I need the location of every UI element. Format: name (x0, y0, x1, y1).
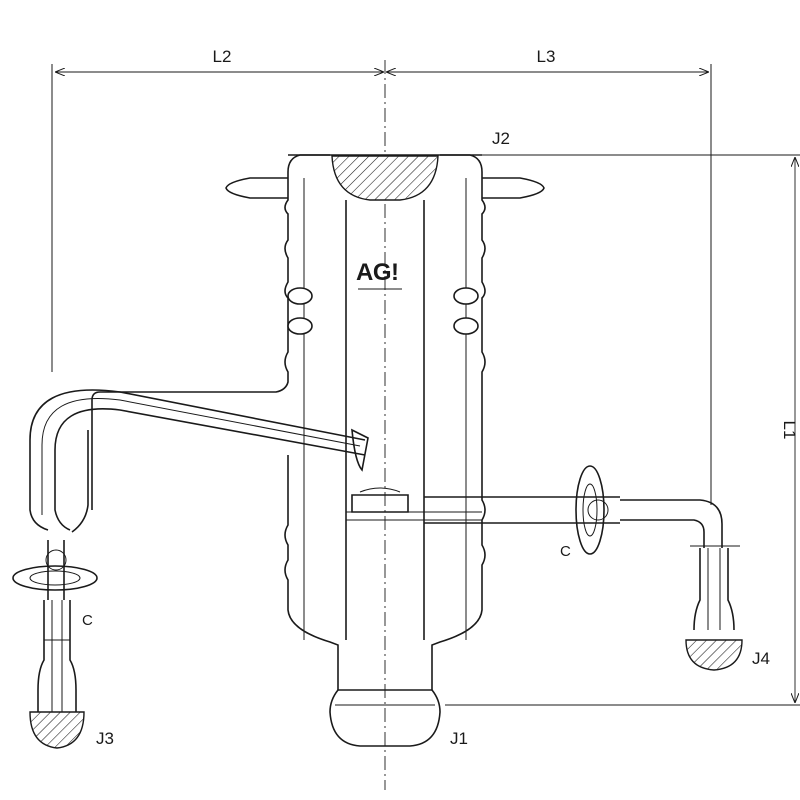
left-side-arm (29, 389, 369, 533)
joint-j1 (329, 689, 441, 747)
joint-j3-seal (29, 711, 85, 749)
right-side-arm (424, 496, 740, 548)
joint-j4-seal (685, 639, 743, 671)
left-lower-tube (37, 600, 77, 712)
stopcock-left (12, 540, 98, 600)
logo: AG! (356, 259, 402, 290)
joint-j4-label: J4 (752, 649, 770, 668)
dimension-l3-label: L3 (537, 47, 556, 66)
joint-j3-label: J3 (96, 729, 114, 748)
joint-j2-label: J2 (492, 129, 510, 148)
right-lower-tube (693, 548, 735, 631)
stopcock-right-label: C (560, 543, 571, 560)
logo-text: AG! (356, 259, 399, 286)
dimension-l3 (387, 64, 712, 505)
dimension-l1-label: L1 (780, 421, 799, 440)
stopcock-left-label: C (82, 612, 93, 629)
dimension-l2-label: L2 (213, 47, 232, 66)
joint-j2-seal (331, 155, 439, 201)
stopcock-right (565, 465, 620, 555)
dimension-l1 (440, 154, 800, 706)
main-body (91, 154, 545, 690)
dimension-l2 (51, 64, 383, 372)
joint-j1-label: J1 (450, 729, 468, 748)
